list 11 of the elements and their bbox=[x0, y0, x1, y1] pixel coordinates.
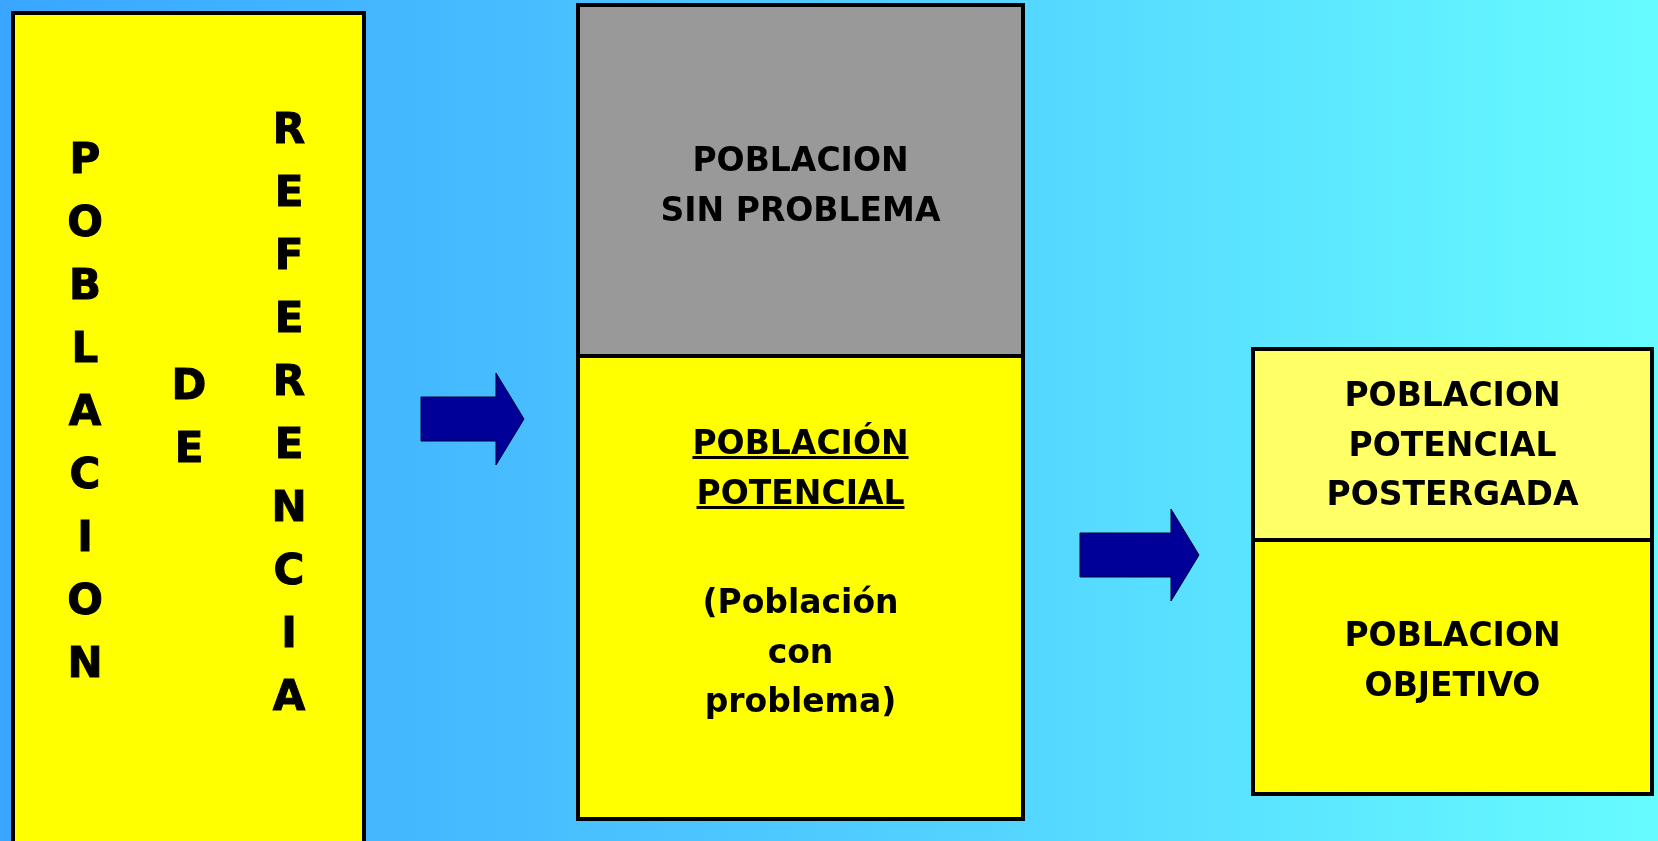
vertical-label: REFERENCIA bbox=[270, 103, 308, 722]
box-label: POBLACION SIN PROBLEMA bbox=[659, 139, 942, 231]
underlined-heading: POBLACIÓN POTENCIAL bbox=[691, 421, 910, 514]
block-arrow bbox=[1079, 508, 1200, 602]
population-box bbox=[11, 11, 366, 841]
vertical-label: POBLACION bbox=[66, 133, 104, 689]
box-label: (Población con problema) bbox=[701, 581, 900, 722]
block-arrow bbox=[420, 372, 525, 466]
box-label: POBLACION OBJETIVO bbox=[1343, 614, 1562, 706]
vertical-label: DE bbox=[170, 359, 208, 474]
box-label: POBLACION POTENCIAL POSTERGADA bbox=[1325, 374, 1580, 516]
